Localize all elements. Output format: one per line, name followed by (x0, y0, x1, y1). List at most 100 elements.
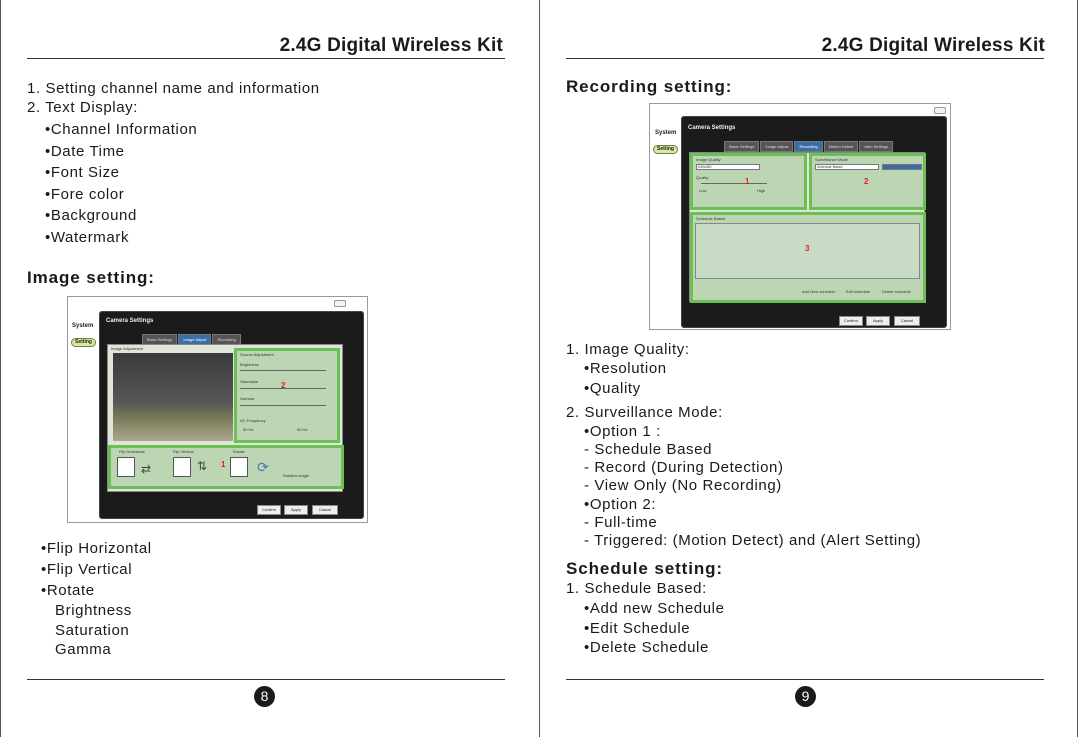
saturation-slider[interactable] (240, 388, 326, 389)
rotate-image-icon (230, 457, 248, 477)
surveillance-mode-select[interactable]: Schedule Based (815, 164, 879, 170)
apply-button[interactable]: Apply (284, 505, 308, 515)
quality-slider[interactable] (701, 183, 767, 184)
add-schedule-button[interactable]: Add New schedule (802, 289, 836, 294)
right-footer-rule (566, 679, 1044, 680)
low-label: Low (699, 188, 707, 193)
tab-bar: Basic Settings Image Adjust Recording Mo… (724, 141, 894, 152)
tab-image-adjust[interactable]: Image Adjust (760, 141, 794, 152)
system-label: System (655, 130, 677, 136)
schedule-based-title: 1. Schedule Based: (566, 580, 707, 597)
flip-rotate-box: Flip Horizontal Flip Vertical Rotate ⇄ ⇅… (108, 445, 344, 489)
tab-alert-settings[interactable]: Alert Settings (859, 141, 894, 152)
image-setting-heading: Image setting: (27, 268, 155, 287)
left-page: 2.4G Digital Wireless Kit 1. Setting cha… (0, 0, 539, 737)
right-page: 2.4G Digital Wireless Kit Recording sett… (539, 0, 1078, 737)
list-item-channel-name: 1. Setting channel name and information (27, 80, 320, 97)
setting-button[interactable]: Setting (71, 338, 96, 347)
list-item: Quality (584, 380, 641, 397)
schedule-list[interactable] (695, 223, 920, 279)
list-item: Watermark (45, 229, 129, 246)
apply-button[interactable]: Apply (866, 316, 890, 326)
image-quality-label: Image Quality (696, 157, 721, 162)
swap-vertical-icon: ⇅ (197, 459, 208, 473)
list-item: - Full-time (584, 514, 658, 531)
cancel-button[interactable]: Cancel (312, 505, 338, 515)
flip-vertical-checkbox[interactable]: Flip Vertical (173, 449, 194, 454)
marker-1: 1 (221, 460, 226, 469)
confirm-button[interactable]: Confirm (257, 505, 281, 515)
list-item: Edit Schedule (584, 620, 690, 637)
page-number: 9 (795, 686, 816, 707)
rotation-angle-label: Rotation Angle (283, 473, 310, 478)
list-item: Rotate (41, 582, 95, 599)
flip-horizontal-checkbox[interactable]: Flip Horizontal (119, 449, 145, 454)
rotate-checkbox[interactable]: Rotate (233, 449, 245, 454)
left-footer-rule (27, 679, 505, 680)
list-item: Gamma (55, 641, 112, 658)
recording-setting-heading: Recording setting: (566, 77, 733, 96)
high-label: High (757, 188, 766, 193)
image-setting-screenshot: System Setting Camera Settings Basic Set… (67, 296, 368, 523)
source-adjustment-label: Source Adjustment (240, 352, 274, 357)
surveillance-mode-box: Surveillance Mode Schedule Based 2 (809, 153, 926, 210)
edit-schedule-button[interactable]: Edit schedule (846, 289, 871, 294)
camera-preview (113, 353, 233, 441)
image-adjustment-label: Image Adjustment (111, 346, 144, 351)
hz50-radio[interactable]: 50 Hz (243, 427, 254, 432)
option2-label: Option 2: (584, 496, 656, 513)
list-item: - Record (During Detection) (584, 459, 784, 476)
list-item: - View Only (No Recording) (584, 477, 782, 494)
image-quality-box: Image Quality 640x480 Quality 1 Low High (690, 153, 807, 210)
recording-setting-screenshot: System Setting Camera Settings Basic Set… (649, 103, 951, 330)
system-label: System (72, 323, 94, 329)
surveillance-mode-title: 2. Surveillance Mode: (566, 404, 723, 421)
option1-label: Option 1 : (584, 423, 661, 440)
marker-2: 2 (864, 177, 869, 186)
marker-1: 1 (745, 177, 750, 186)
tab-basic-settings[interactable]: Basic Settings (724, 141, 760, 152)
setting-button[interactable]: Setting (653, 145, 678, 154)
brightness-slider[interactable] (240, 370, 326, 371)
marker-3: 3 (805, 244, 810, 253)
delete-schedule-button[interactable]: Delete schedule (882, 289, 911, 294)
image-adjustment-panel: Image Adjustment Source Adjustment Brigh… (107, 344, 344, 492)
source-adjustment-box: Source Adjustment Brightness Saturation … (234, 348, 340, 443)
schedule-based-box: Schedule Based 3 Add New schedule Edit s… (690, 212, 926, 303)
confirm-button[interactable]: Confirm (839, 316, 863, 326)
page-number: 8 (254, 686, 275, 707)
quality-label: Quality (696, 175, 709, 180)
list-item: Channel Information (45, 121, 197, 138)
list-item: Delete Schedule (584, 639, 709, 656)
list-item: Fore color (45, 186, 124, 203)
right-header-title: 2.4G Digital Wireless Kit (821, 35, 1045, 56)
list-item-text-display: 2. Text Display: (27, 99, 139, 116)
schedule-based-label: Schedule Based (696, 216, 726, 221)
tab-recording[interactable]: Recording (794, 141, 823, 152)
ac-frequency-label: AC Frequency (240, 418, 266, 423)
window-title: Camera Settings (106, 318, 154, 324)
hz60-radio[interactable]: 60 Hz (297, 427, 308, 432)
flip-horizontal-icon (117, 457, 135, 477)
marker-2: 2 (281, 381, 286, 390)
tab-motion-detect[interactable]: Motion Detect (823, 141, 859, 152)
left-header-title: 2.4G Digital Wireless Kit (279, 35, 503, 56)
rotate-icon: ⟳ (257, 459, 269, 475)
gamma-label: Gamma (240, 396, 255, 401)
list-item: Background (45, 207, 137, 224)
surveillance-option-select[interactable] (882, 164, 922, 170)
right-header-rule (566, 58, 1044, 59)
resolution-select[interactable]: 640x480 (696, 164, 760, 170)
list-item: Flip Horizontal (41, 540, 152, 557)
cancel-button[interactable]: Cancel (894, 316, 920, 326)
close-icon[interactable] (934, 107, 946, 114)
schedule-setting-heading: Schedule setting: (566, 559, 723, 578)
list-item: Font Size (45, 164, 120, 181)
close-icon[interactable] (334, 300, 346, 307)
gamma-slider[interactable] (240, 405, 326, 406)
surveillance-mode-label: Surveillance Mode (815, 157, 848, 162)
list-item: Resolution (584, 360, 667, 377)
list-item: Add new Schedule (584, 600, 725, 617)
brightness-label: Brightness (240, 362, 259, 367)
list-item: - Schedule Based (584, 441, 713, 458)
